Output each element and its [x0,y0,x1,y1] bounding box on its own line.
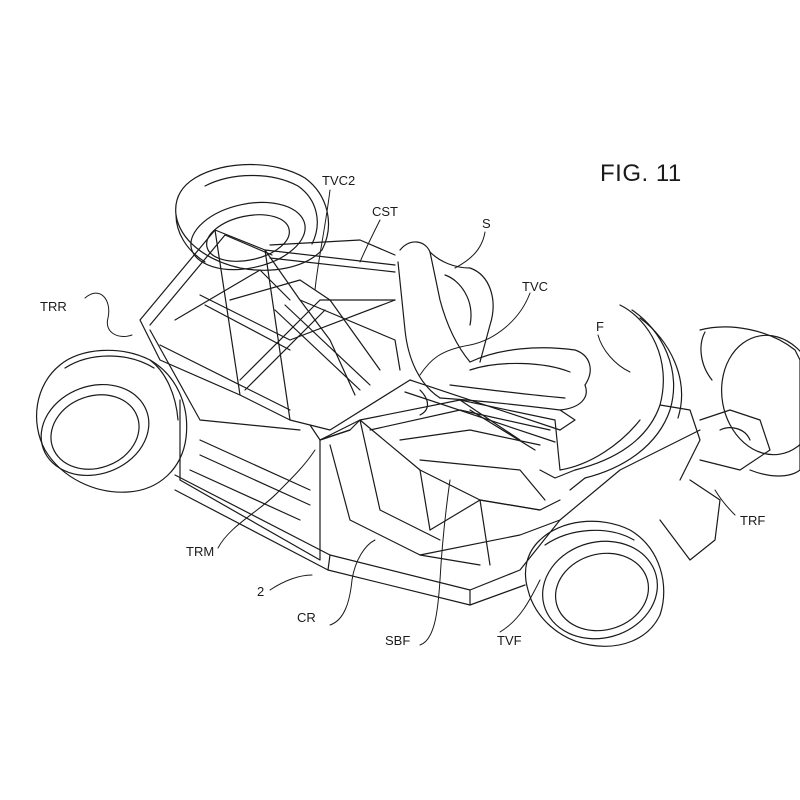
leader-trm [217,449,316,549]
label-s: S [482,216,491,231]
front-right-wheel [699,326,800,477]
figure-number: FIG. 11 [600,160,682,187]
leader-tvc [419,292,531,376]
seat-crossbar-tvc [404,379,561,443]
leader-2 [269,574,313,591]
label-f: F [596,319,604,334]
leader-cr [329,539,376,626]
label-cr: CR [297,610,316,625]
leader-lines [84,189,736,646]
label-trr: TRR [40,299,67,314]
leader-f [597,334,631,373]
label-tvc2: TVC2 [322,173,356,188]
chassis-floor [174,399,701,606]
leader-tvc2 [314,189,331,291]
leader-tvf [499,579,541,633]
label-cst: CST [372,204,398,219]
leader-cst [359,219,381,263]
front-bulkhead [539,304,771,561]
label-2: 2 [257,584,265,599]
rear-left-wheel [35,349,188,493]
label-trf: TRF [740,513,766,528]
label-trm: TRM [186,544,215,559]
seat [397,241,591,431]
front-left-wheel [524,520,665,647]
label-tvf: TVF [497,633,522,648]
rear-right-wheel [175,164,330,271]
cross-brace-tvc2 [274,299,381,391]
leader-trf [714,489,736,516]
label-sbf: SBF [385,633,411,648]
rear-tube-frame [139,229,411,441]
leader-trr [84,292,133,337]
label-tvc: TVC [522,279,548,294]
front-side-bars [359,399,561,556]
leader-sbf [419,479,451,646]
leader-s [454,231,486,269]
